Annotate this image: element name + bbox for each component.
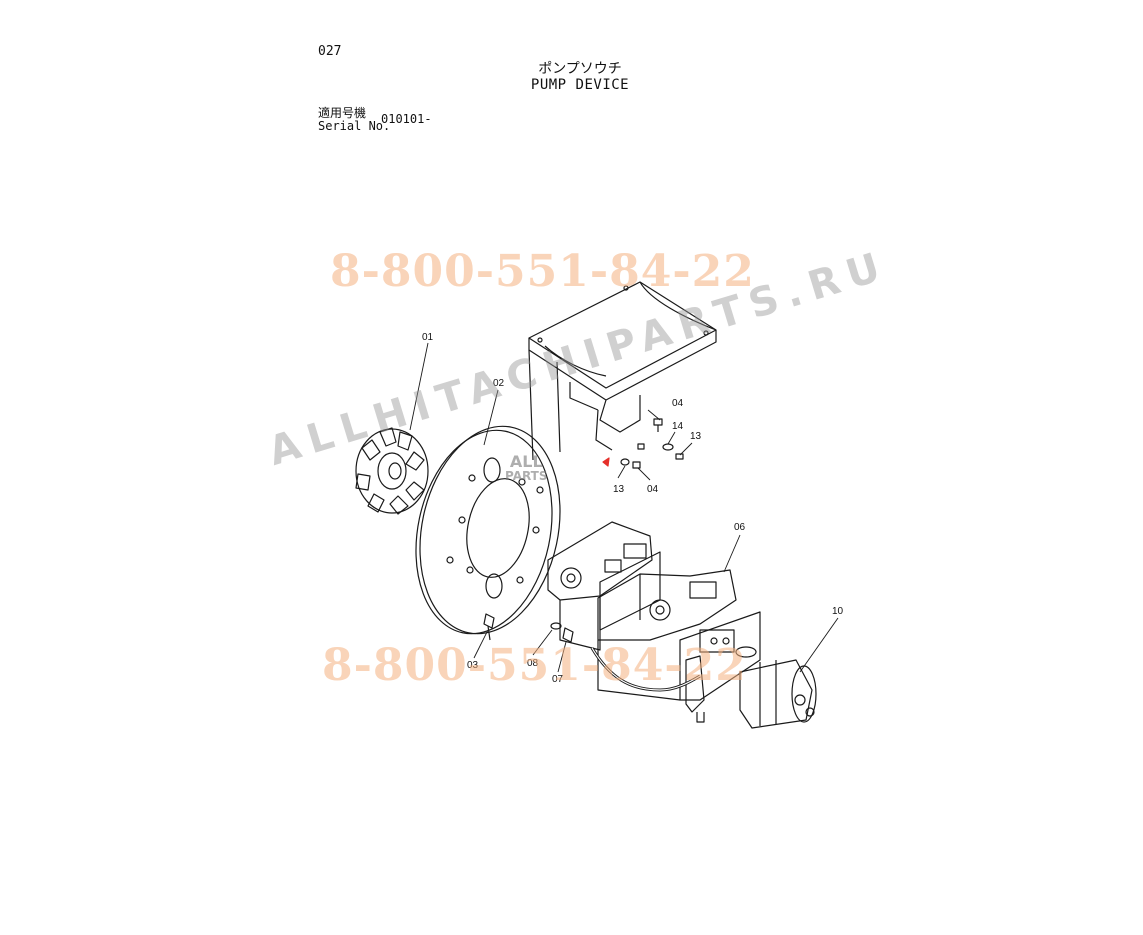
plate-bolts: [483, 613, 574, 643]
callout-02: 02: [493, 378, 505, 389]
callout-07: 07: [552, 674, 564, 685]
flywheel-plate: [415, 425, 561, 635]
logo-watermark: ALL PARTS: [505, 452, 548, 484]
page-number: 027: [318, 44, 342, 59]
title-japanese: ポンプソウチ: [538, 61, 622, 77]
logo-line-1: ALL: [509, 452, 543, 471]
callout-10: 10: [832, 606, 844, 617]
callout-13-left: 13: [613, 484, 625, 495]
hydraulic-pump: [547, 521, 761, 723]
serial-number-value: 010101-: [381, 112, 432, 126]
coupling: [355, 427, 429, 515]
callout-01: 01: [422, 332, 434, 343]
callout-13-right: 13: [690, 431, 702, 442]
phone-watermark-bottom: 8-800-551-84-22: [322, 640, 747, 691]
page-title: PUMP DEVICE: [530, 77, 630, 93]
hydraulic-hose-inner: [591, 647, 701, 691]
mounting-bracket: [528, 281, 717, 461]
leader-lines: [409, 342, 839, 673]
callout-08: 08: [527, 658, 539, 669]
callout-04-lower: 04: [647, 484, 659, 495]
phone-watermark-top: 8-800-551-84-22: [330, 246, 755, 297]
callout-06: 06: [734, 522, 746, 533]
red-marker: [602, 457, 610, 467]
serial-label-japanese: 適用号機: [318, 106, 367, 120]
callout-14: 14: [672, 421, 684, 432]
logo-line-2: PARTS: [505, 469, 548, 483]
serial-label: Serial No.: [318, 119, 391, 133]
gear-pump: [735, 646, 817, 729]
callout-03: 03: [467, 660, 479, 671]
callout-04-upper: 04: [672, 398, 684, 409]
